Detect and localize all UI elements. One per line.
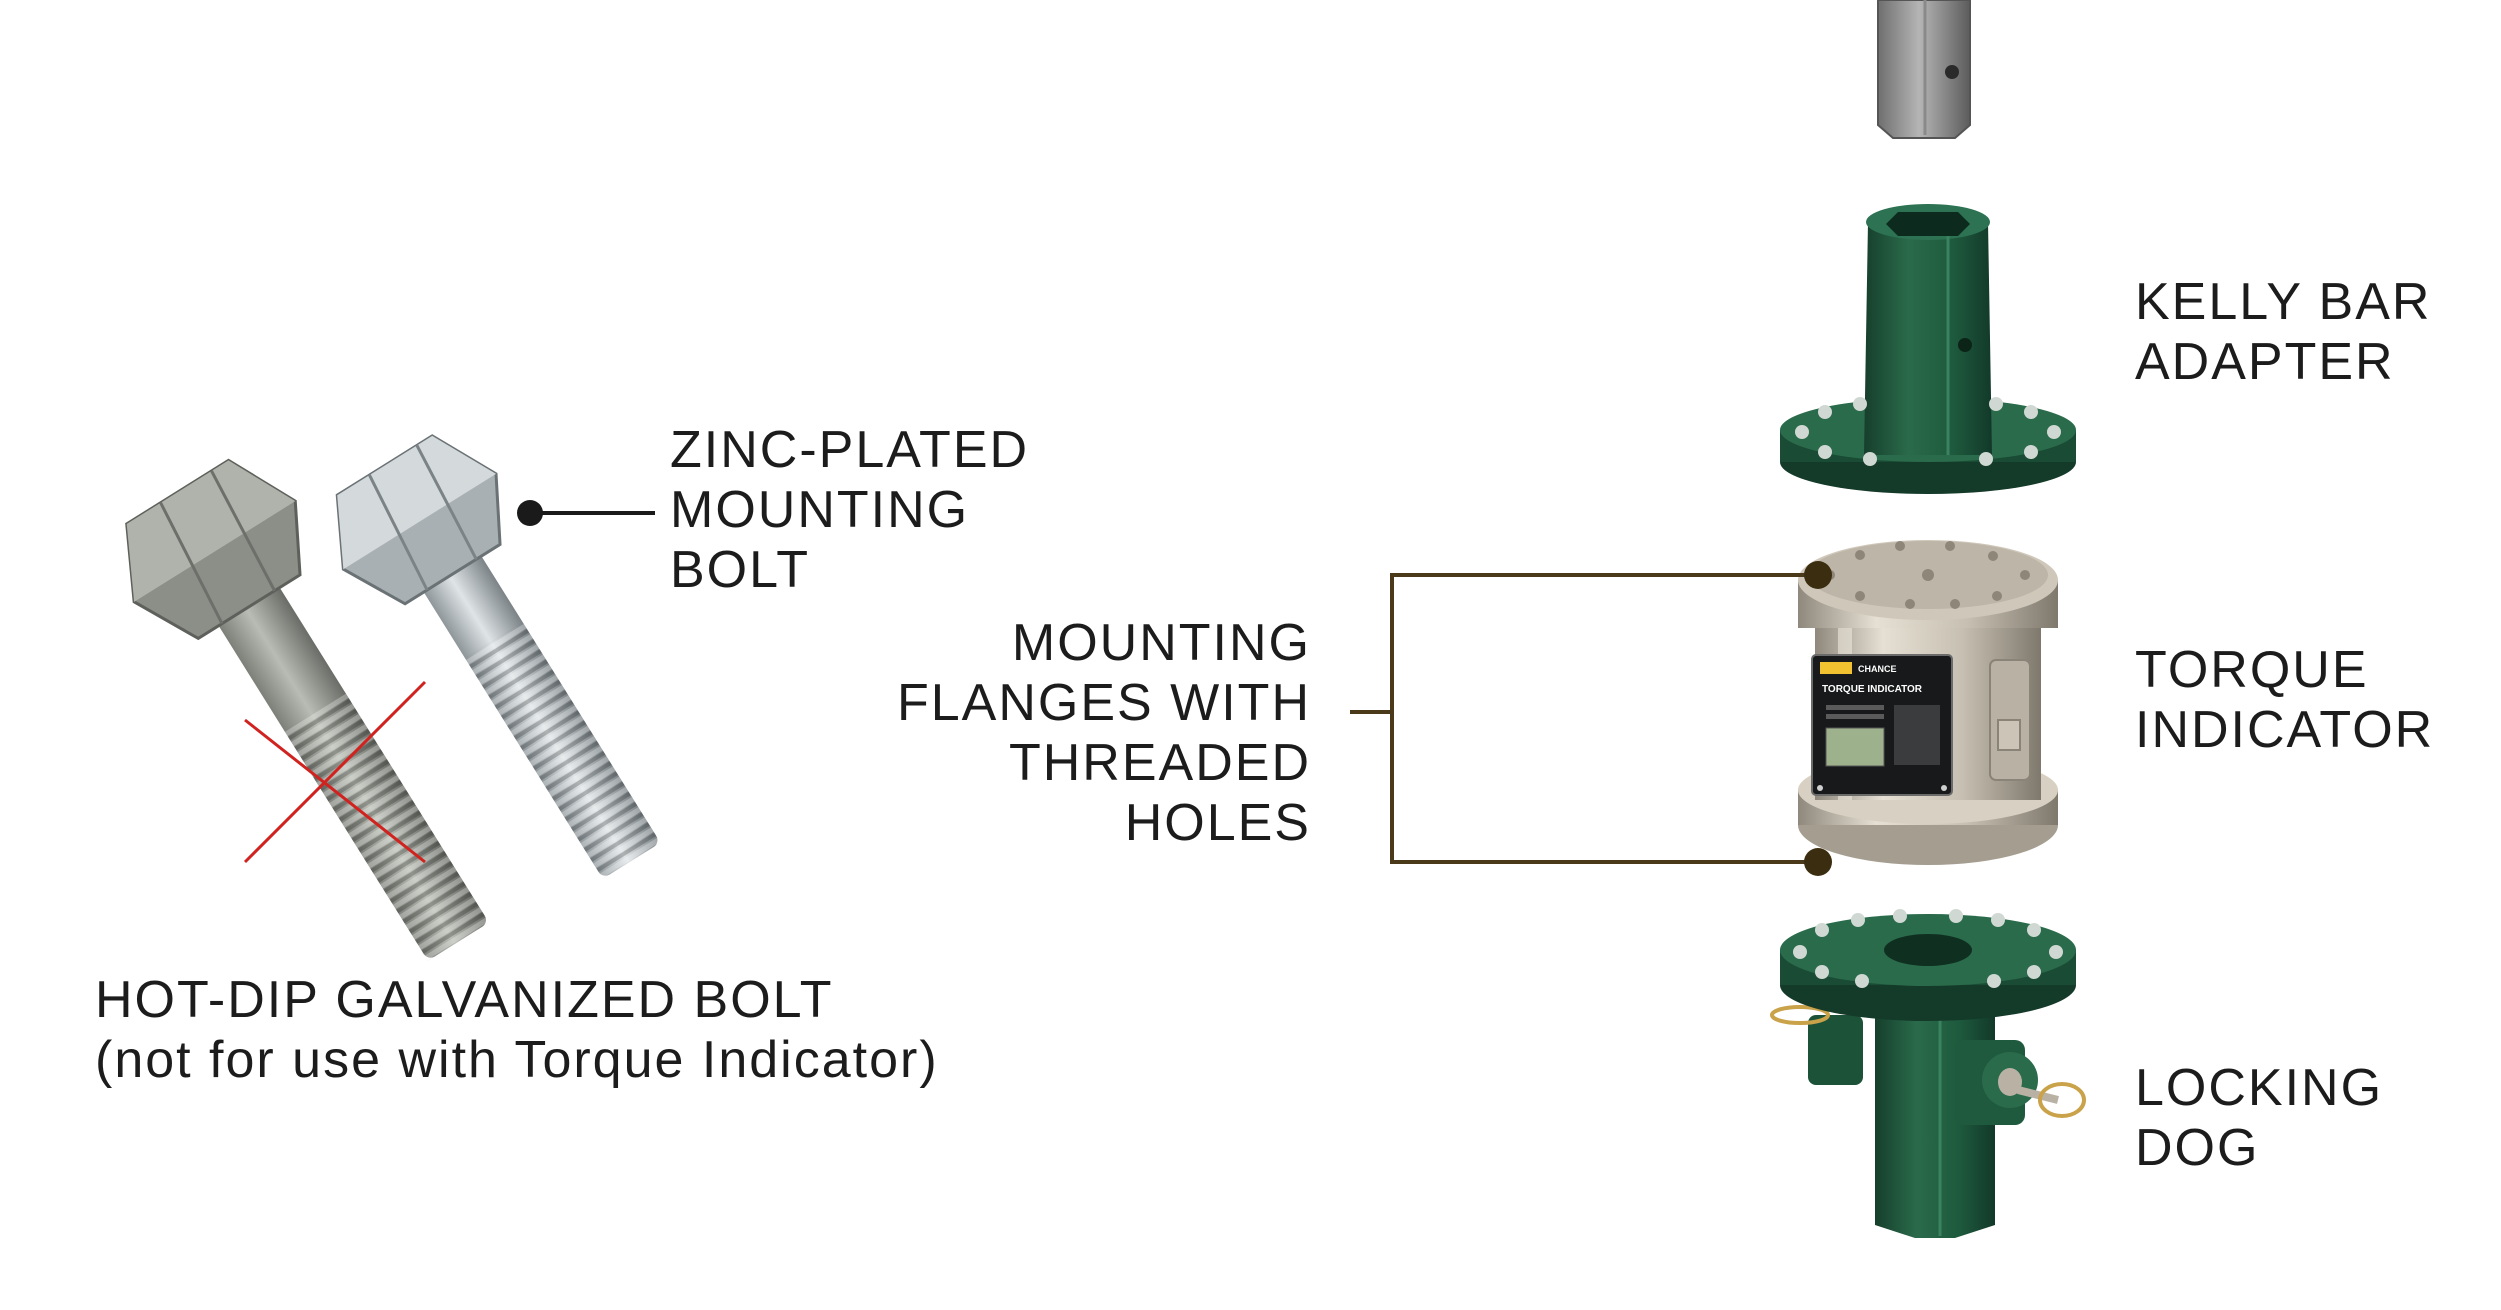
galvanized-bolt-label: HOT-DIP GALVANIZED BOLT (not for use wit… bbox=[95, 970, 939, 1090]
label-line: HOT-DIP GALVANIZED BOLT bbox=[95, 971, 834, 1029]
label-line: DOG bbox=[2135, 1119, 2260, 1177]
torque-indicator-image: CHANCE TORQUE INDICATOR bbox=[1798, 540, 2058, 865]
kelly-bar-adapter-label: KELLY BAR ADAPTER bbox=[2135, 272, 2431, 392]
label-line: BOLT bbox=[670, 541, 810, 599]
locking-dog-image bbox=[1770, 909, 2086, 1238]
panel-brand: CHANCE bbox=[1858, 664, 1897, 674]
label-line: LOCKING bbox=[2135, 1059, 2384, 1117]
label-line: THREADED bbox=[1008, 734, 1311, 792]
panel-title: TORQUE INDICATOR bbox=[1822, 684, 1923, 695]
locking-dog-label: LOCKING DOG bbox=[2135, 1058, 2383, 1178]
label-line: MOUNTING bbox=[670, 481, 970, 539]
zinc-plated-bolt-image bbox=[335, 434, 661, 879]
label-line: HOLES bbox=[1124, 794, 1311, 852]
torque-indicator-label: TORQUE INDICATOR bbox=[2135, 640, 2434, 760]
label-line: MOUNTING bbox=[1011, 614, 1311, 672]
label-line: FLANGES WITH bbox=[896, 674, 1311, 732]
kelly-bar-adapter-image bbox=[1780, 204, 2076, 494]
zinc-plated-bolt-label: ZINC-PLATED MOUNTING BOLT bbox=[670, 420, 1029, 600]
mounting-flanges-leader bbox=[1350, 561, 1832, 876]
label-line: (not for use with Torque Indicator) bbox=[95, 1031, 939, 1089]
kelly-bar-image bbox=[1877, 0, 1971, 139]
mounting-flanges-label: MOUNTING FLANGES WITH THREADED HOLES bbox=[897, 613, 1311, 853]
label-line: KELLY BAR bbox=[2135, 273, 2432, 331]
cross-out-mark bbox=[243, 680, 427, 864]
label-line: ZINC-PLATED bbox=[670, 421, 1030, 479]
galvanized-bolt-image bbox=[125, 458, 489, 961]
zinc-bolt-leader bbox=[517, 500, 655, 526]
label-line: ADAPTER bbox=[2135, 333, 2395, 391]
label-line: INDICATOR bbox=[2135, 701, 2435, 759]
label-line: TORQUE bbox=[2135, 641, 2369, 699]
